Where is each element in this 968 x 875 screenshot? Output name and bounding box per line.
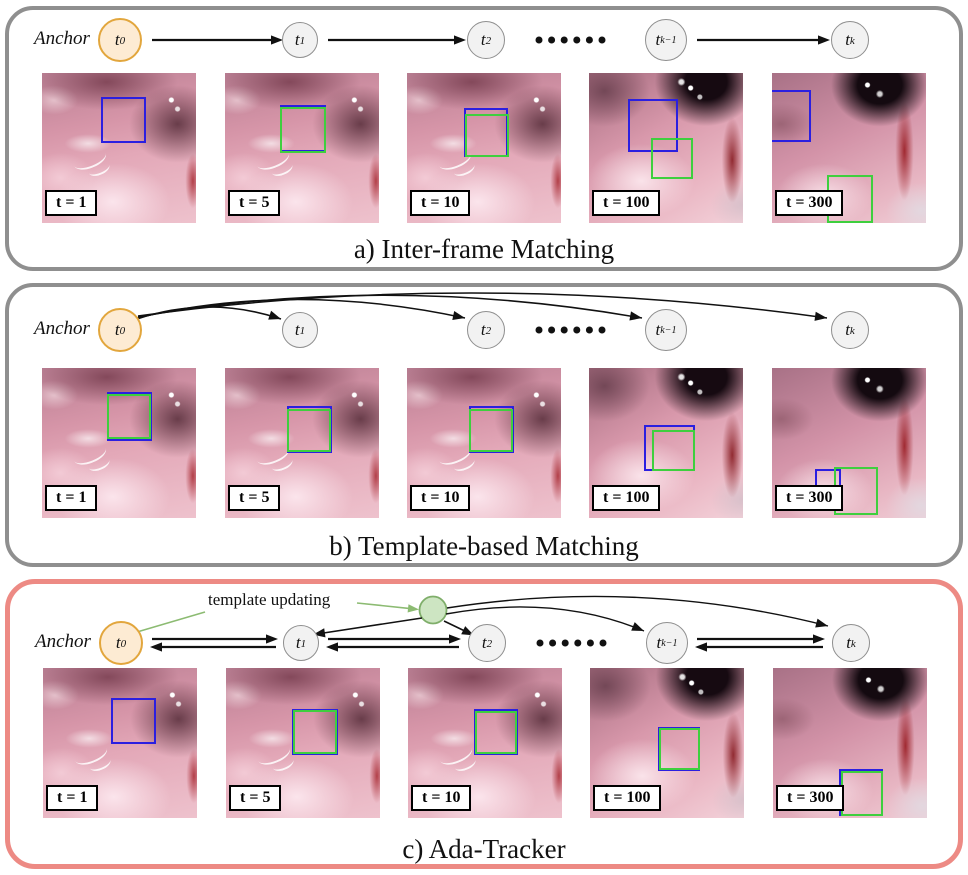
video-frame-a-2: t = 5 — [225, 73, 379, 223]
node-label-base: t — [655, 320, 661, 339]
anchor-label: Anchor — [34, 28, 90, 49]
node-label-base: t — [845, 320, 850, 339]
bbox-blue — [627, 98, 678, 152]
bbox-green — [650, 137, 694, 179]
anchor-label: Anchor — [34, 318, 90, 339]
bbox-green — [464, 113, 509, 157]
bbox-green — [474, 710, 518, 754]
video-frame-c-2: t = 5 — [226, 668, 380, 818]
video-frame-a-3: t = 10 — [407, 73, 561, 223]
panel-caption-b: b) Template-based Matching — [329, 531, 639, 561]
node-label-base: t — [480, 320, 486, 339]
video-frame-b-1: t = 1 — [42, 368, 196, 518]
template-updating-label: template updating — [208, 590, 331, 609]
frame-time-label: t = 300 — [775, 190, 844, 216]
video-frame-a-1: t = 1 — [42, 73, 196, 223]
panel-caption-a: a) Inter-frame Matching — [353, 234, 615, 264]
node-label-base: t — [480, 30, 486, 49]
frame-time-label: t = 300 — [776, 785, 845, 811]
node-label-base: t — [294, 30, 300, 49]
bbox-green — [469, 409, 514, 453]
bbox-green — [292, 710, 338, 754]
timeline-arrows-c — [136, 595, 829, 652]
bbox-green — [659, 728, 701, 771]
video-frame-b-3: t = 10 — [407, 368, 561, 518]
bbox-blue — [110, 698, 157, 744]
node-label-base: t — [295, 633, 301, 652]
video-frame-a-5: t = 300 — [772, 73, 926, 223]
frame-time-label: t = 300 — [775, 485, 844, 511]
bbox-blue — [100, 97, 147, 143]
node-label-base: t — [115, 633, 121, 652]
node-label-base: t — [656, 633, 662, 652]
video-frame-c-4: t = 100 — [590, 668, 744, 818]
frame-time-label: t = 5 — [229, 785, 282, 811]
node-label-base: t — [655, 30, 661, 49]
bbox-green — [107, 394, 152, 439]
node-label-base: t — [481, 633, 487, 652]
video-frame-b-5: t = 300 — [772, 368, 926, 518]
node-label-base: t — [845, 30, 850, 49]
frame-time-label: t = 10 — [410, 190, 471, 216]
bbox-green — [287, 408, 332, 452]
node-label-base: t — [294, 320, 300, 339]
bbox-green — [279, 106, 326, 153]
bbox-blue — [772, 89, 812, 142]
bbox-green — [652, 429, 695, 471]
node-label-base: t — [846, 633, 851, 652]
frame-time-label: t = 100 — [592, 190, 661, 216]
bbox-green — [840, 770, 884, 816]
node-label-base: t — [114, 320, 120, 339]
frame-time-label: t = 1 — [46, 785, 99, 811]
frame-time-label: t = 100 — [592, 485, 661, 511]
timeline-arrows-b — [136, 292, 828, 334]
frame-time-label: t = 10 — [411, 785, 472, 811]
video-frame-c-5: t = 300 — [773, 668, 927, 818]
frame-time-label: t = 5 — [228, 485, 281, 511]
video-frame-a-4: t = 100 — [589, 73, 743, 223]
frame-time-label: t = 1 — [45, 190, 98, 216]
frame-time-label: t = 100 — [593, 785, 662, 811]
video-frame-c-3: t = 10 — [408, 668, 562, 818]
video-frame-c-1: t = 1 — [43, 668, 197, 818]
frame-time-label: t = 5 — [228, 190, 281, 216]
frame-time-label: t = 10 — [410, 485, 471, 511]
panel-caption-c: c) Ada-Tracker — [402, 834, 566, 864]
video-frame-b-2: t = 5 — [225, 368, 379, 518]
anchor-label: Anchor — [35, 631, 91, 652]
video-frame-b-4: t = 100 — [589, 368, 743, 518]
frame-time-label: t = 1 — [45, 485, 98, 511]
node-label-base: t — [114, 30, 120, 49]
timeline-arrows-a — [152, 35, 830, 45]
